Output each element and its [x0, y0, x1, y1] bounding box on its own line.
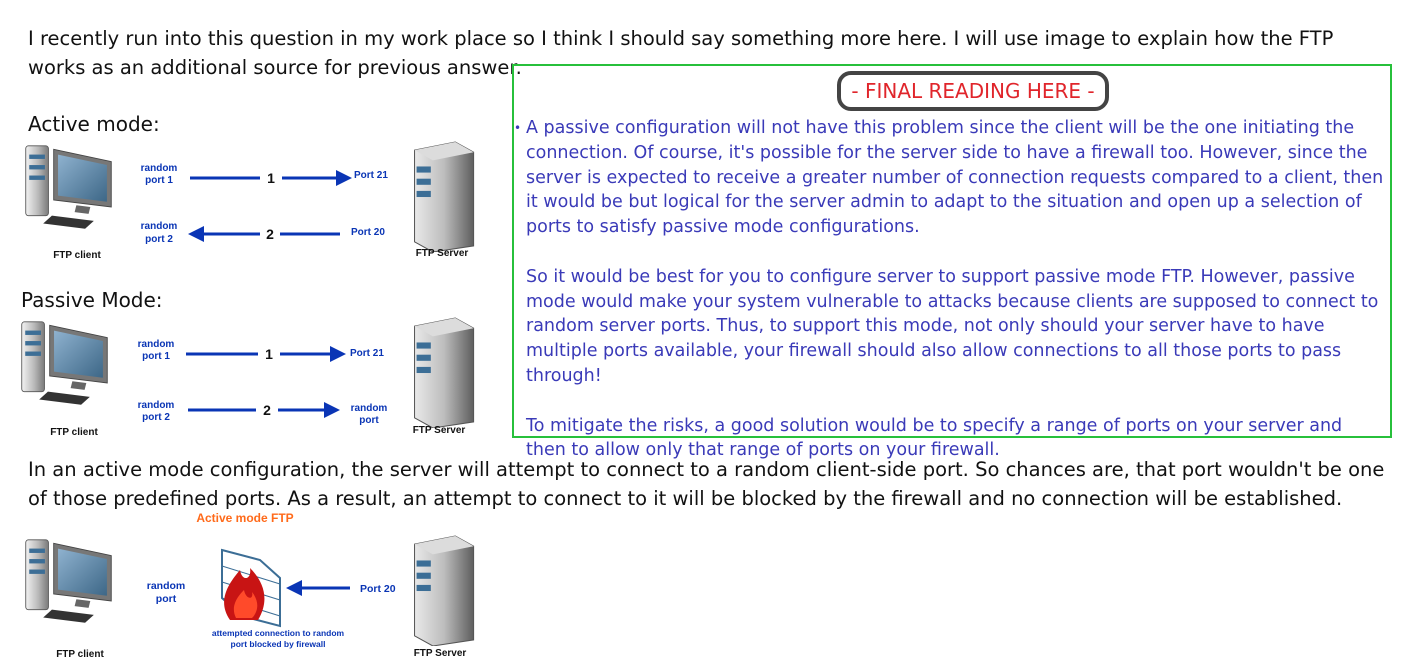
bullet-marker: • [514, 121, 522, 135]
passive-random-port-1-line1: random [138, 339, 175, 350]
final-paragraph-1: A passive configuration will not have th… [526, 118, 1384, 238]
active-step-2: 2 [266, 226, 274, 242]
firewall-caption-line1: attempted connection to random [212, 628, 345, 638]
final-reading-text: • A passive configuration will not have … [514, 116, 1386, 488]
passive-random-port-2-line1: random [138, 400, 175, 411]
active-random-port-2-line2: port 2 [145, 234, 173, 245]
passive-random-port-line1: random [351, 403, 388, 414]
active-mode-label: Active mode: [28, 112, 160, 136]
active-port-20: Port 20 [351, 227, 385, 238]
firewall-ftp-server-label: FTP Server [414, 648, 467, 659]
firewall-ftp-client-label: FTP client [56, 649, 104, 660]
final-paragraph-2: So it would be best for you to configure… [526, 266, 1379, 386]
passive-random-port-2-line2: port 2 [142, 412, 170, 423]
firewall-caption-line2: port blocked by firewall [231, 639, 326, 649]
firewall-diagram: Active mode FTP random port Port 20 atte… [20, 508, 480, 668]
intro-paragraph: I recently run into this question in my … [28, 27, 1334, 79]
final-reading-box: - FINAL READING HERE - • A passive confi… [512, 64, 1392, 460]
active-step-1: 1 [267, 170, 275, 186]
active-ftp-server-label: FTP Server [416, 248, 469, 259]
firewall-random-port-line1: random [147, 580, 186, 592]
active-ftp-client-label: FTP client [53, 250, 101, 261]
firewall-diagram-title: Active mode FTP [196, 511, 293, 525]
active-random-port-1-line2: port 1 [145, 175, 173, 186]
ftp-server-icon [414, 535, 475, 646]
final-reading-title: - FINAL READING HERE - [837, 71, 1109, 111]
passive-mode-label: Passive Mode: [21, 288, 163, 312]
passive-ftp-client-label: FTP client [50, 427, 98, 438]
firewall-port-20: Port 20 [360, 583, 396, 595]
active-random-port-2-line1: random [141, 221, 178, 232]
firewall-random-port-line2: port [156, 593, 177, 605]
active-port-21: Port 21 [354, 170, 388, 181]
outro-paragraph: In an active mode configuration, the ser… [28, 458, 1385, 510]
ftp-server-icon [414, 317, 475, 428]
ftp-client-icon [25, 539, 112, 624]
active-mode-diagram: random port 1 1 Port 21 random port 2 2 … [20, 140, 480, 264]
passive-mode-diagram: random port 1 1 Port 21 random port 2 2 … [16, 316, 480, 440]
final-paragraph-3: To mitigate the risks, a good solution w… [526, 415, 1343, 461]
firewall-icon [221, 548, 281, 628]
passive-port-21: Port 21 [350, 348, 384, 359]
passive-ftp-server-label: FTP Server [413, 425, 466, 436]
active-random-port-1-line1: random [141, 163, 178, 174]
ftp-client-icon [25, 145, 112, 230]
ftp-server-icon [414, 141, 475, 252]
ftp-client-icon [21, 321, 108, 406]
passive-random-port-1-line2: port 1 [142, 351, 170, 362]
passive-step-1: 1 [265, 346, 273, 362]
passive-step-2: 2 [263, 402, 271, 418]
passive-random-port-line2: port [359, 415, 379, 426]
